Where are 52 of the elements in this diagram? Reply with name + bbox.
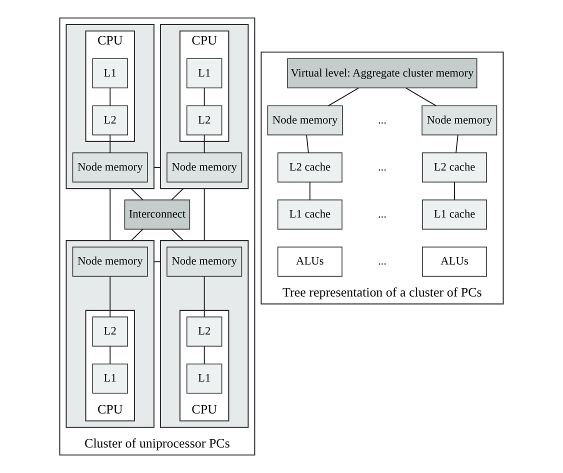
connector <box>405 87 436 106</box>
node-box: L2 <box>186 316 222 347</box>
connector <box>130 228 144 242</box>
label: ... <box>378 208 386 221</box>
cluster <box>160 240 249 428</box>
node-box: Node memory <box>267 105 343 136</box>
node-box: L2 <box>92 105 128 136</box>
label: ... <box>378 114 386 126</box>
connector <box>110 188 111 242</box>
connector <box>110 134 111 154</box>
node-box: Node memory <box>72 246 148 277</box>
connector <box>171 188 184 200</box>
node-box: L1 <box>92 364 128 394</box>
connector <box>153 166 161 168</box>
connector <box>204 134 205 154</box>
connector <box>456 134 458 154</box>
node-box: Node memory <box>422 105 498 136</box>
connector <box>204 87 205 106</box>
node-box: L1 <box>186 58 222 88</box>
connector <box>328 87 360 106</box>
node-box: Node memory <box>72 152 148 182</box>
connector <box>204 276 205 318</box>
node-box: L1 cache <box>277 200 342 230</box>
cluster <box>160 24 249 190</box>
node-box: ALUs <box>277 246 342 277</box>
node-box: Virtual level: Aggregate cluster memory <box>287 58 478 88</box>
node-box: Node memory <box>166 152 242 182</box>
connector <box>171 228 184 242</box>
node-box: L2 <box>92 316 128 347</box>
connector <box>153 261 161 262</box>
connector <box>110 346 111 365</box>
node-box: ALUs <box>422 246 487 277</box>
node-box: L2 cache <box>277 152 342 182</box>
connector <box>306 134 309 154</box>
label: ... <box>378 256 386 268</box>
node-box: L1 <box>186 364 222 394</box>
cluster <box>66 240 154 428</box>
connector <box>110 87 111 106</box>
node-box: L1 <box>92 58 128 88</box>
node-box: Interconnect <box>124 200 190 230</box>
node-box: L1 cache <box>422 200 487 230</box>
label: ... <box>378 161 386 174</box>
connector <box>309 182 310 200</box>
connector <box>204 346 205 365</box>
connector <box>454 182 455 200</box>
node-box: Node memory <box>166 246 242 277</box>
connector <box>204 188 205 242</box>
node-box: L2 <box>186 105 222 136</box>
connector <box>110 276 111 318</box>
cluster <box>66 24 154 190</box>
node-box: L2 cache <box>422 152 487 182</box>
connector <box>130 188 144 200</box>
